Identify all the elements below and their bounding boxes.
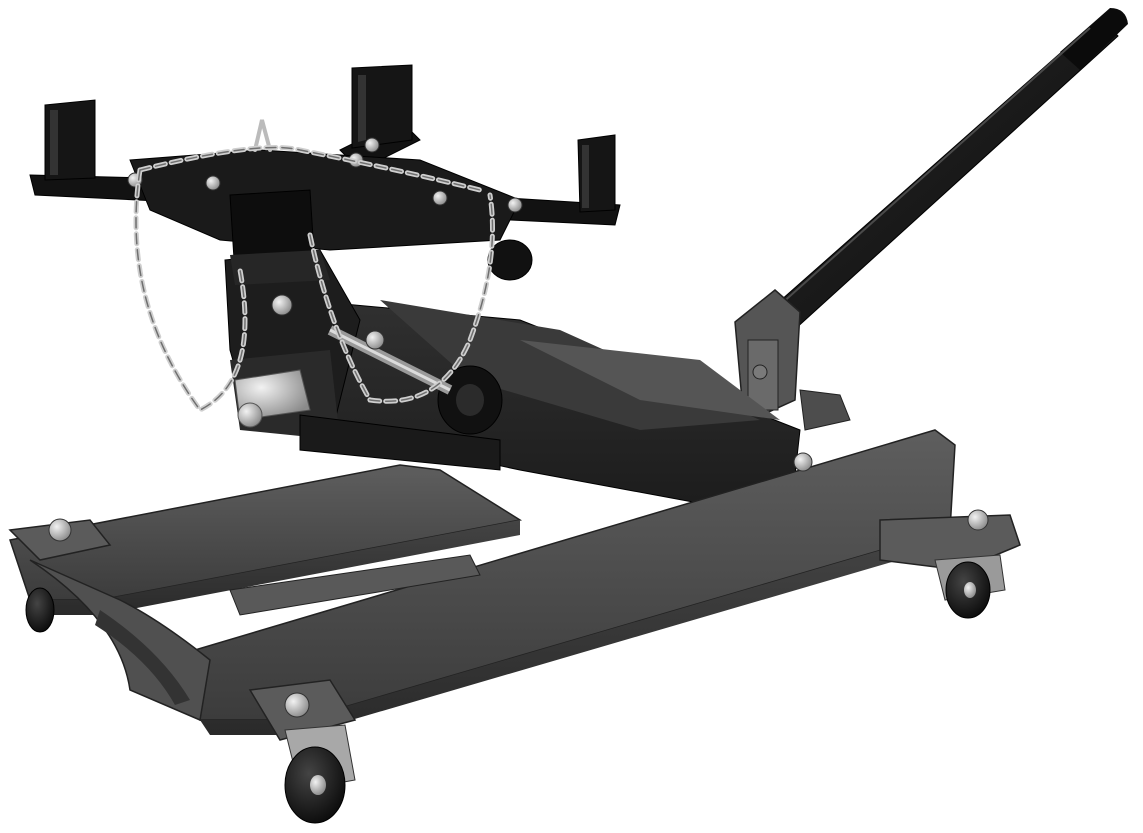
caster-wheel-icon [25, 509, 1006, 824]
handle-icon [744, 8, 1128, 351]
pump-icon [734, 289, 851, 431]
saddle-support [224, 239, 533, 471]
saddle-icon [29, 64, 621, 285]
frame-icon [8, 429, 1021, 741]
chain-icon [133, 119, 495, 414]
